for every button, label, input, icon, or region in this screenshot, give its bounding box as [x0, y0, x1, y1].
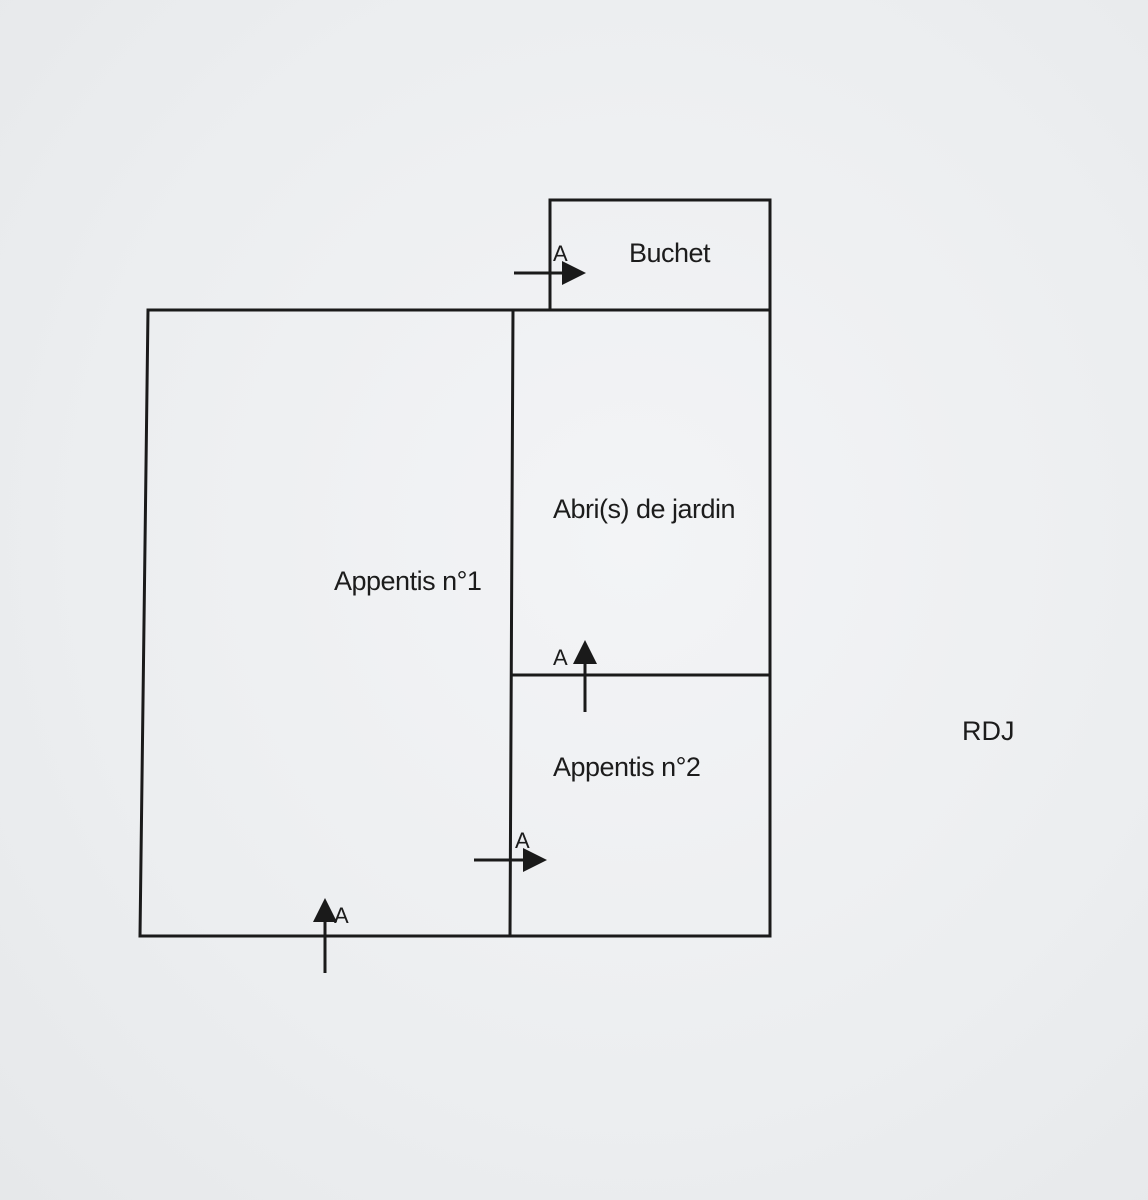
appentis-1-label: Appentis n°1: [334, 566, 481, 596]
appentis-2-label: Appentis n°2: [553, 752, 700, 782]
access-arrow-buchet: A: [514, 241, 586, 285]
access-letter-buchet: A: [553, 241, 568, 266]
access-arrow-appentis-1: A: [313, 898, 349, 973]
buchet-label: Buchet: [629, 238, 711, 268]
access-letter-appentis-2: A: [515, 828, 530, 853]
abri-label: Abri(s) de jardin: [553, 494, 735, 524]
appentis-1-outline: [138, 308, 514, 938]
arrow-head-icon: [573, 640, 597, 664]
access-arrow-abri: A: [553, 640, 597, 712]
arrow-head-icon: [523, 848, 547, 872]
access-letter-abri: A: [553, 645, 568, 670]
central-wall: [508, 308, 515, 938]
arrow-head-icon: [313, 898, 337, 922]
access-letter-appentis-1: A: [334, 903, 349, 928]
arrow-head-icon: [562, 261, 586, 285]
access-arrow-appentis-2: A: [474, 828, 547, 872]
level-label: RDJ: [962, 716, 1015, 746]
